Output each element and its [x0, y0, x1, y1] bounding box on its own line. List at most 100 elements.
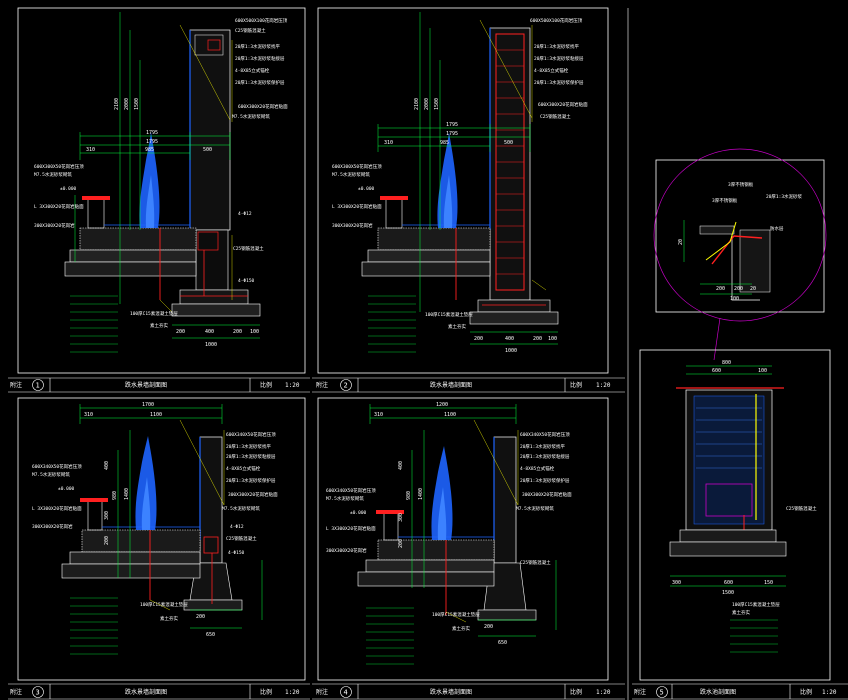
sheet-number: 1	[36, 382, 40, 390]
spec-list	[368, 295, 416, 353]
svg-text:1500: 1500	[722, 590, 734, 596]
svg-text:600X300X50花岗岩压顶: 600X300X50花岗岩压顶	[332, 163, 382, 170]
svg-text:500: 500	[203, 147, 212, 153]
title-label-left: 附注	[634, 688, 646, 696]
dimensions	[670, 365, 786, 587]
svg-text:200: 200	[176, 329, 185, 335]
svg-text:600X300X20花岗岩贴面: 600X300X20花岗岩贴面	[538, 101, 588, 108]
svg-text:980: 980	[406, 491, 412, 500]
title-label-left: 附注	[10, 381, 22, 389]
leader-lines	[159, 24, 233, 313]
svg-text:1000: 1000	[205, 342, 217, 348]
scale-label: 比例	[570, 381, 582, 389]
svg-text:M7.5水泥砂浆砌筑: M7.5水泥砂浆砌筑	[34, 171, 72, 178]
svg-text:20厚1:3水泥砂浆粘接层: 20厚1:3水泥砂浆粘接层	[534, 55, 584, 62]
svg-text:C25钢筋混凝土: C25钢筋混凝土	[520, 559, 551, 566]
svg-text:1500: 1500	[134, 98, 140, 110]
sheet-number: 3	[36, 689, 40, 697]
sheet-1: 附注 1 跌水景墙剖面图 比例 1:20	[8, 7, 310, 393]
sheet-title: 跌水景墙剖面图	[125, 381, 167, 389]
wall-section	[183, 436, 243, 611]
svg-text:150: 150	[764, 580, 773, 586]
svg-text:310: 310	[86, 147, 95, 153]
svg-text:200: 200	[474, 336, 483, 342]
svg-text:800: 800	[722, 360, 731, 366]
detail-frame	[655, 159, 825, 313]
svg-text:±0.000: ±0.000	[58, 486, 75, 492]
title-bar: 附注 4 跌水景墙剖面图 比例 1:20	[312, 683, 625, 700]
sheet-number: 5	[660, 689, 664, 697]
wall-section	[469, 27, 559, 325]
svg-text:310: 310	[374, 412, 383, 418]
svg-text:素土夯实: 素土夯实	[452, 625, 470, 632]
svg-text:4-Φ12: 4-Φ12	[230, 524, 244, 530]
spec-list	[70, 295, 118, 353]
svg-text:200: 200	[484, 624, 493, 630]
svg-text:300X300X20花岗岩: 300X300X20花岗岩	[326, 547, 367, 554]
svg-text:20厚1:3水泥砂浆找平: 20厚1:3水泥砂浆找平	[235, 43, 281, 50]
sheet-title: 跌水景墙剖面图	[430, 688, 472, 696]
pool-section	[357, 446, 495, 615]
sheet-3: 附注 3 跌水景墙剖面图 比例 1:20	[8, 397, 310, 700]
svg-text:1000: 1000	[505, 348, 517, 354]
svg-text:100厚C15素混凝土垫层: 100厚C15素混凝土垫层	[130, 310, 178, 317]
scale-value: 1:20	[285, 382, 300, 389]
sheet-title: 跌水景墙剖面图	[430, 381, 472, 389]
dim-text: 1795 1795 310 985 500 2100 2000 1500 200…	[86, 98, 259, 348]
svg-text:300X300X20花岗岩贴面: 300X300X20花岗岩贴面	[522, 491, 572, 498]
spec-list	[366, 607, 414, 665]
svg-text:素土夯实: 素土夯实	[732, 609, 750, 616]
sheet-frame	[17, 7, 306, 374]
scale-label: 比例	[570, 688, 582, 696]
svg-text:20厚1:3水泥砂浆粘接层: 20厚1:3水泥砂浆粘接层	[235, 55, 285, 62]
svg-text:1400: 1400	[124, 488, 130, 500]
detail-circle	[653, 148, 827, 322]
svg-text:L 3X300X20花岗岩贴面: L 3X300X20花岗岩贴面	[326, 525, 376, 532]
sheet-frame	[639, 349, 831, 681]
svg-text:±0.000: ±0.000	[358, 186, 375, 192]
svg-text:20厚1:3水泥砂浆保护层: 20厚1:3水泥砂浆保护层	[520, 477, 570, 484]
svg-text:100厚C15素混凝土垫层: 100厚C15素混凝土垫层	[425, 311, 473, 318]
pool-box	[669, 387, 787, 557]
svg-text:M7.5水泥砂浆砌筑: M7.5水泥砂浆砌筑	[326, 495, 364, 502]
svg-text:1400: 1400	[418, 488, 424, 500]
svg-text:100厚C15素混凝土垫层: 100厚C15素混凝土垫层	[140, 601, 188, 608]
svg-text:200: 200	[398, 539, 404, 548]
svg-text:600X300X50花岗岩压顶: 600X300X50花岗岩压顶	[34, 163, 84, 170]
svg-text:±0.000: ±0.000	[60, 186, 77, 192]
dim-text: 1200 310 1100 1400 980 400 300 200 200 6…	[374, 402, 507, 646]
dimensions	[74, 12, 260, 339]
scale-value: 1:20	[285, 689, 300, 696]
svg-text:4-8X85立式锚栓: 4-8X85立式锚栓	[520, 465, 555, 472]
svg-text:985: 985	[440, 140, 449, 146]
notes: 600X500X100花岗岩压顶 C25钢筋混凝土 20厚1:3水泥砂浆找平 2…	[34, 17, 288, 329]
svg-text:400: 400	[398, 461, 404, 470]
svg-text:100: 100	[730, 296, 739, 302]
pool-section	[361, 132, 491, 300]
pool-section	[64, 132, 197, 300]
sheet-title: 跌水池剖面图	[700, 688, 736, 696]
svg-text:4-8X85立式锚栓: 4-8X85立式锚栓	[235, 67, 270, 74]
dimensions	[79, 404, 263, 629]
notes: 600X500X100花岗岩压顶 20厚1:3水泥砂浆找平 20厚1:3水泥砂浆…	[332, 17, 588, 330]
svg-text:600: 600	[724, 580, 733, 586]
svg-text:1795: 1795	[446, 122, 458, 128]
svg-text:650: 650	[498, 640, 507, 646]
svg-text:400: 400	[505, 336, 514, 342]
title-label-left: 附注	[316, 688, 328, 696]
svg-text:20厚1:3水泥砂浆粘接层: 20厚1:3水泥砂浆粘接层	[226, 453, 276, 460]
leader-lines	[445, 419, 519, 623]
svg-text:300: 300	[672, 580, 681, 586]
svg-text:300X300X20花岗岩: 300X300X20花岗岩	[34, 222, 75, 229]
svg-text:4-Φ150: 4-Φ150	[238, 278, 255, 284]
leader-lines	[149, 419, 225, 611]
svg-text:C25钢筋混凝土: C25钢筋混凝土	[226, 535, 257, 542]
svg-text:300: 300	[104, 511, 110, 520]
svg-text:1795: 1795	[146, 130, 158, 136]
svg-text:20厚1:3水泥砂浆粘接层: 20厚1:3水泥砂浆粘接层	[520, 453, 570, 460]
scale-label: 比例	[800, 688, 812, 696]
detail-section: 200 200 20 20 100 3厚不锈钢板 3厚不锈钢板 20厚1:3水泥…	[678, 181, 803, 302]
svg-text:M7.5水泥砂浆砌筑: M7.5水泥砂浆砌筑	[332, 171, 370, 178]
svg-text:20厚1:3水泥砂浆找平: 20厚1:3水泥砂浆找平	[520, 443, 566, 450]
svg-text:200: 200	[716, 286, 725, 292]
